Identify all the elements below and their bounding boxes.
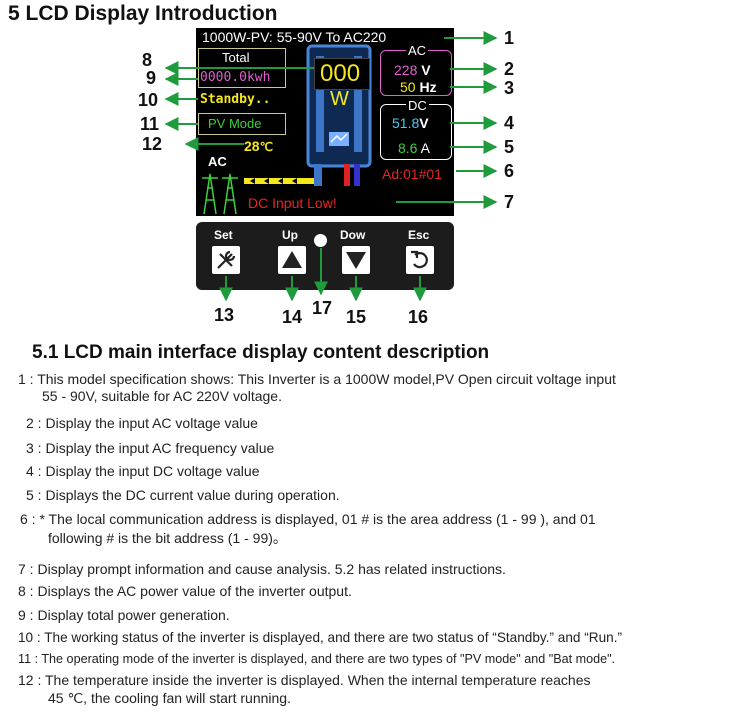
power-tower-icon xyxy=(202,173,314,215)
callout-10: 10 xyxy=(138,90,159,110)
ac-voltage: 228 V xyxy=(394,62,431,78)
address-text: Ad:01#01 xyxy=(382,166,442,182)
tools-icon xyxy=(217,250,236,269)
keypad-panel: Set Up Dow Esc xyxy=(196,222,454,290)
return-icon xyxy=(411,250,428,269)
dc-label: DC xyxy=(406,98,429,113)
desc-12-cont: 45 ℃, the cooling fan will start running… xyxy=(48,690,291,706)
esc-button[interactable] xyxy=(406,246,434,274)
desc-10: 10 : The working status of the inverter … xyxy=(18,630,622,645)
callout-14: 14 xyxy=(282,307,303,327)
callout-5: 5 xyxy=(504,137,515,157)
power-value: 000 xyxy=(320,60,361,87)
down-label: Dow xyxy=(340,228,366,242)
lcd-screen: 1000W-PV: 55-90V To AC220 Total 0000.0kw… xyxy=(196,28,454,216)
callout-arrows xyxy=(164,31,498,302)
esc-label: Esc xyxy=(408,228,430,242)
total-label: Total xyxy=(222,50,250,65)
dc-current: 8.6 A xyxy=(398,140,430,156)
callout-12: 12 xyxy=(142,134,163,154)
callout-13: 13 xyxy=(214,305,235,325)
callout-11: 11 xyxy=(140,114,160,134)
desc-1: 1 : This model specification shows: This… xyxy=(18,371,616,387)
callout-7: 7 xyxy=(504,192,515,212)
ac-tower-label: AC xyxy=(208,154,227,169)
desc-4: 4 : Display the input DC voltage value xyxy=(26,463,260,479)
triangle-down-icon xyxy=(346,252,366,269)
callout-17: 17 xyxy=(312,298,333,318)
desc-6: 6 : * The local communication address is… xyxy=(20,511,596,527)
mode-box xyxy=(198,113,286,135)
lcd-header: 1000W-PV: 55-90V To AC220 xyxy=(202,29,387,45)
desc-12: 12 : The temperature inside the inverter… xyxy=(18,672,591,688)
ac-label: AC xyxy=(406,43,429,58)
power-unit: W xyxy=(330,88,349,110)
callout-1: 1 xyxy=(504,28,515,48)
callout-16: 16 xyxy=(408,307,429,327)
desc-11: 11 : The operating mode of the inverter … xyxy=(18,652,616,666)
callout-9: 9 xyxy=(146,68,157,88)
callout-2: 2 xyxy=(504,59,515,79)
triangle-up-icon xyxy=(282,251,302,268)
status-text: Standby.. xyxy=(200,92,271,107)
set-label: Set xyxy=(214,228,233,242)
desc-3: 3 : Display the input AC frequency value xyxy=(26,440,275,456)
callout-6: 6 xyxy=(504,161,515,181)
indicator-led xyxy=(314,234,327,247)
desc-7: 7 : Display prompt information and cause… xyxy=(18,561,506,577)
callout-15: 15 xyxy=(346,307,367,327)
desc-2: 2 : Display the input AC voltage value xyxy=(26,415,258,431)
callout-3: 3 xyxy=(504,78,515,98)
prompt-text: DC Input Low! xyxy=(248,195,337,211)
down-button[interactable] xyxy=(342,246,370,274)
mode-text: PV Mode xyxy=(208,116,262,131)
up-label: Up xyxy=(282,228,298,242)
desc-1-cont: 55 - 90V, suitable for AC 220V voltage. xyxy=(42,388,282,404)
section-title: 5 LCD Display Introduction xyxy=(8,2,278,25)
dc-voltage: 51.8V xyxy=(392,115,429,131)
ac-frequency: 50 Hz xyxy=(400,79,437,95)
up-button[interactable] xyxy=(278,246,306,274)
callout-4: 4 xyxy=(504,113,515,133)
callout-8: 8 xyxy=(142,50,153,70)
temperature-value: 28℃ xyxy=(244,138,274,154)
desc-6-cont: following # is the bit address (1 - 99)。 xyxy=(48,530,287,546)
desc-9: 9 : Display total power generation. xyxy=(18,607,230,623)
desc-5: 5 : Displays the DC current value during… xyxy=(26,487,340,503)
power-box xyxy=(314,58,370,90)
subsection-title: 5.1 LCD main interface display content d… xyxy=(32,342,490,363)
desc-8: 8 : Displays the AC power value of the i… xyxy=(18,583,352,599)
total-value: 0000.0kwh xyxy=(200,70,271,85)
set-button[interactable] xyxy=(212,246,240,274)
